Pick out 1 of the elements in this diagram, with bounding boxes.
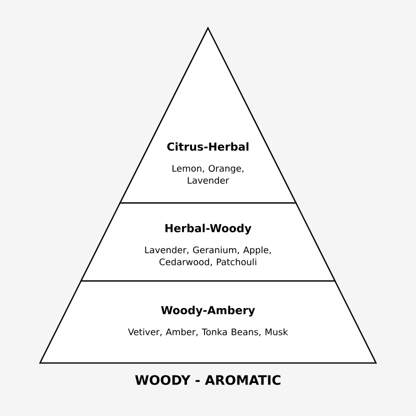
title: WOODY - AROMATIC xyxy=(135,375,280,385)
